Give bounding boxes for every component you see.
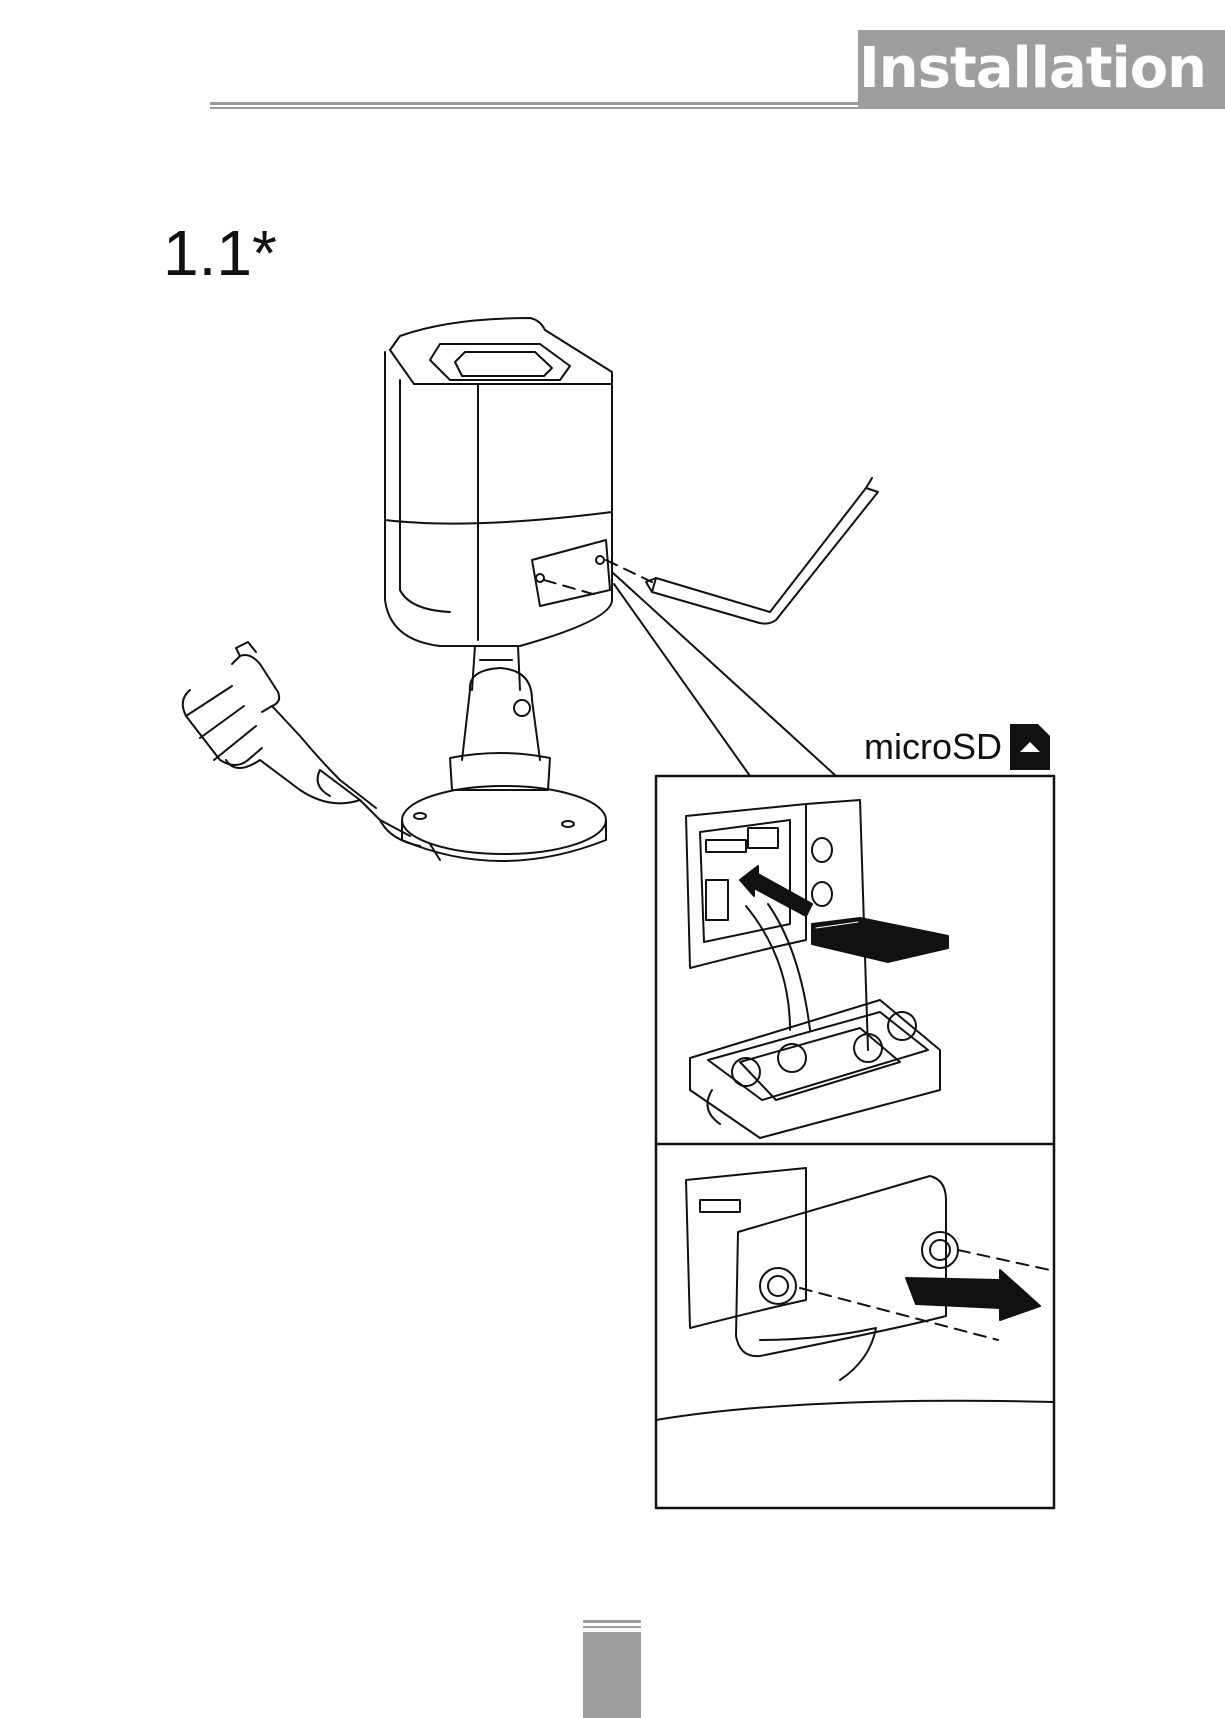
- attach-cover-panel: [656, 1168, 1054, 1420]
- alignment-lines: [544, 560, 652, 596]
- hex-key-icon: [646, 478, 878, 624]
- cables: [183, 642, 420, 846]
- microsd-card-icon: [1010, 724, 1050, 770]
- detail-frame: [656, 776, 1054, 1508]
- microsd-label: microSD: [864, 724, 1050, 770]
- camera-body: [385, 318, 612, 861]
- page-number-tab: [583, 1620, 641, 1718]
- insert-sd-panel: [686, 800, 948, 1138]
- microsd-label-text: microSD: [864, 725, 1002, 769]
- callout-line-right: [612, 572, 836, 776]
